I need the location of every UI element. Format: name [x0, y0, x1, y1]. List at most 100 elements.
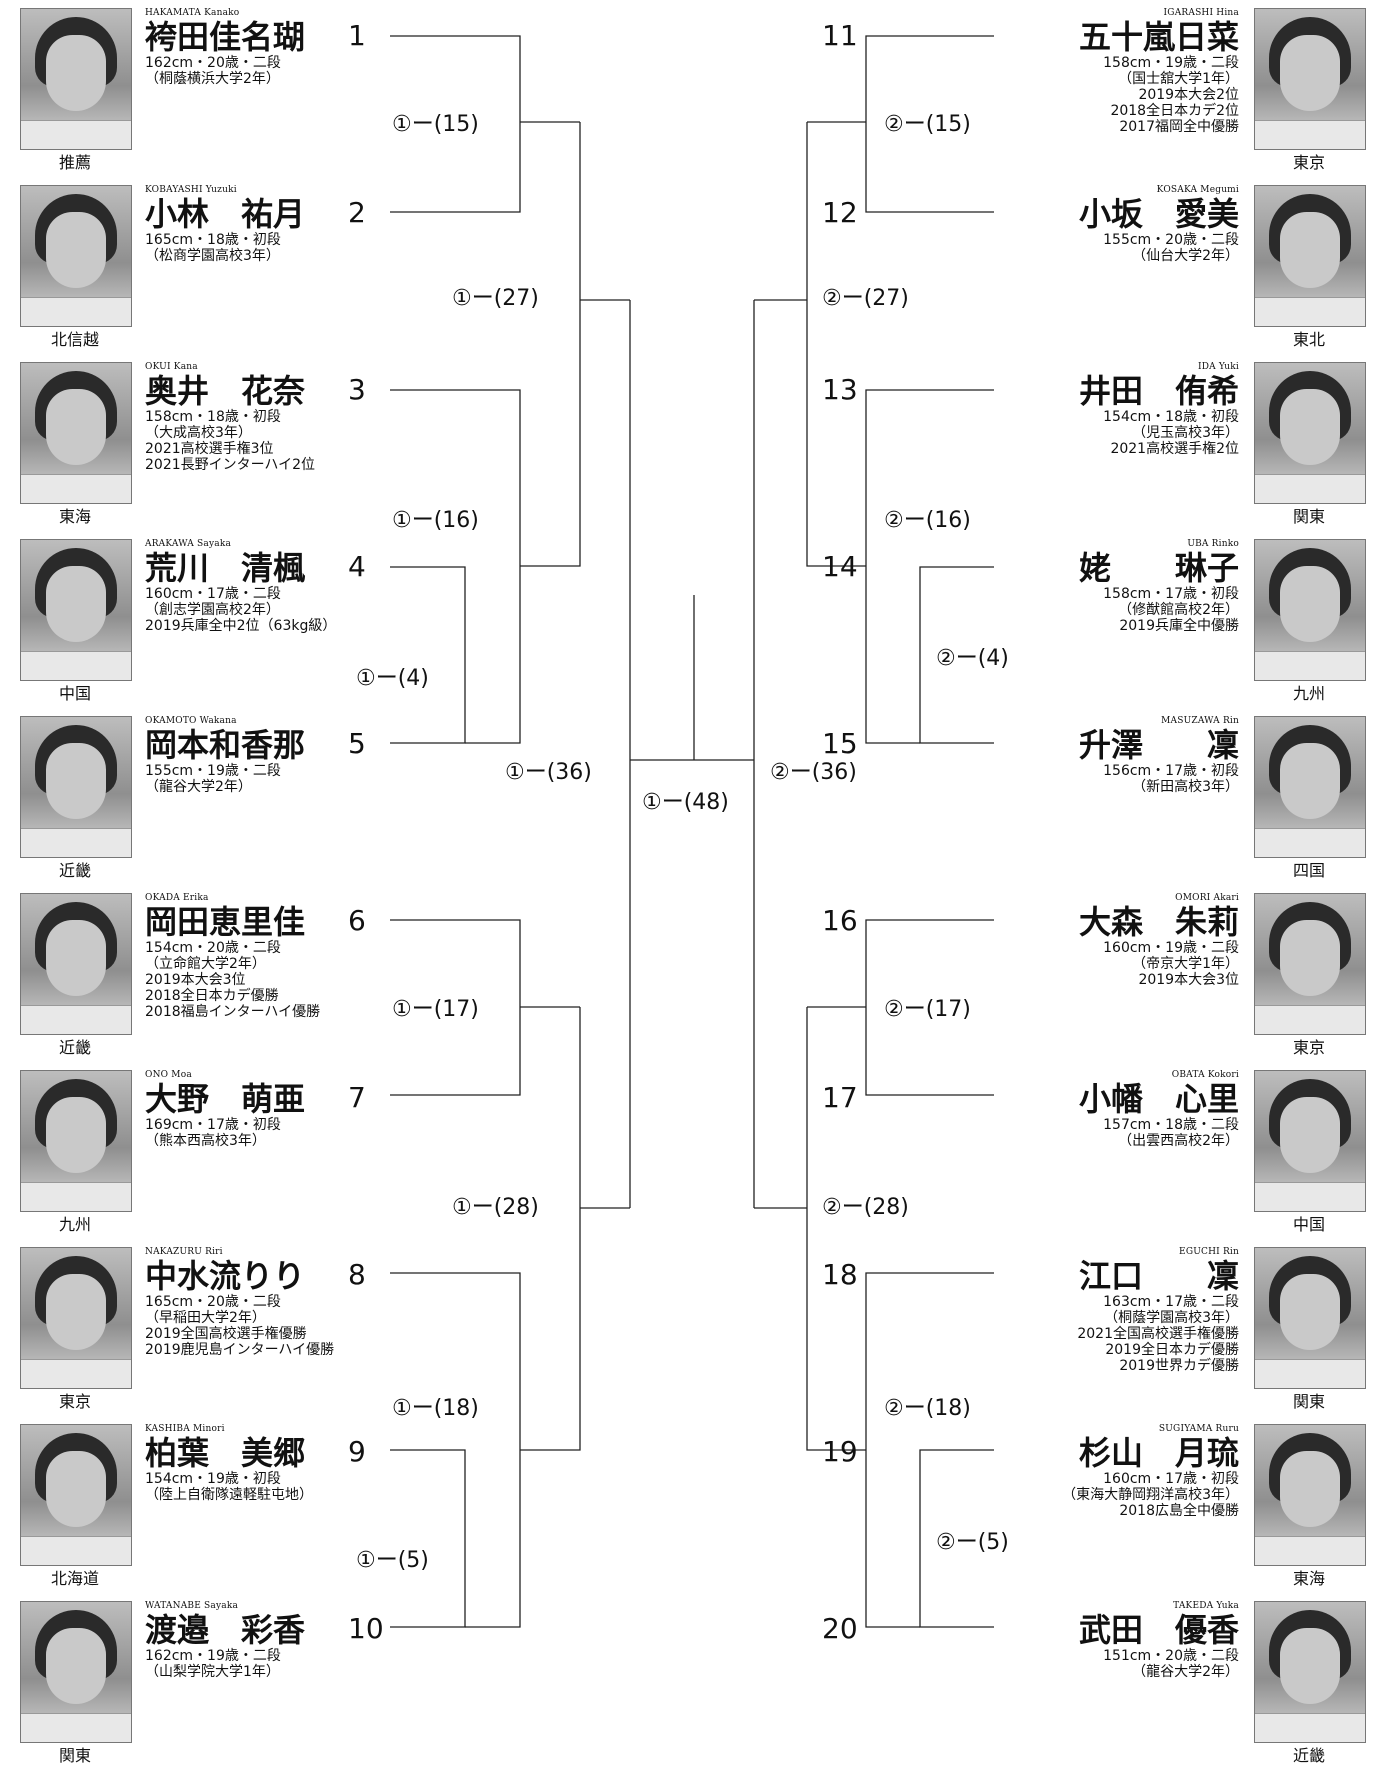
player-detail: 162cm・19歳・二段 — [145, 1648, 281, 1664]
player-photo — [1254, 1070, 1366, 1212]
player-region: 中国 — [1292, 1215, 1325, 1234]
player-name: 大野 萌亜 — [145, 1080, 306, 1118]
player-photo — [20, 893, 132, 1035]
match-label: ①ー(15) — [392, 112, 479, 137]
player-detail: 151cm・20歳・二段 — [1103, 1648, 1239, 1664]
player-name: 升澤 凜 — [1078, 726, 1239, 764]
player-card: 九州 UBA Rinko 姥 琳子 158cm・17歳・初段 （修猷館高校2年）… — [822, 539, 1366, 714]
player-detail: 165cm・18歳・初段 — [145, 232, 281, 248]
bracket-line-r-semi-top — [806, 122, 866, 567]
player-card: 近畿 TAKEDA Yuka 武田 優香 151cm・20歳・二段 （龍谷大学2… — [822, 1601, 1366, 1776]
player-info: NAKAZURU Riri 中水流りり 165cm・20歳・二段 （早稲田大学2… — [145, 1247, 465, 1358]
match-label: ①ー(4) — [356, 666, 429, 691]
player-seed: 3 — [348, 373, 366, 406]
player-name: 小林 祐月 — [145, 195, 306, 233]
player-region: 九州 — [1292, 684, 1325, 703]
player-romaji: TAKEDA Yuka — [1173, 1601, 1239, 1611]
player-name: 渡邉 彩香 — [145, 1611, 306, 1649]
player-region: 北海道 — [50, 1569, 99, 1588]
player-name: 五十嵐日菜 — [1078, 18, 1239, 56]
player-detail: （早稲田大学2年） — [145, 1310, 266, 1326]
player-seed: 15 — [822, 727, 858, 760]
player-romaji: ARAKAWA Sayaka — [145, 539, 232, 549]
player-detail: 160cm・17歳・二段 — [145, 586, 281, 602]
player-card: 九州 ONO Moa 大野 萌亜 169cm・17歳・初段 （熊本西高校3年） … — [20, 1070, 560, 1245]
player-seed: 10 — [348, 1612, 384, 1645]
match-label: ①ー(48) — [642, 790, 729, 815]
player-detail: （陸上自衛隊遠軽駐屯地） — [145, 1487, 313, 1503]
player-photo — [20, 539, 132, 681]
player-info: HAKAMATA Kanako 袴田佳名瑚 162cm・20歳・二段 （桐蔭横浜… — [145, 8, 465, 87]
player-name: 荒川 清楓 — [145, 549, 306, 587]
player-detail: （大成高校3年） — [145, 425, 252, 441]
player-detail: 2019全日本カデ優勝 — [1105, 1342, 1239, 1358]
player-detail: （桐蔭横浜大学2年） — [145, 71, 280, 87]
player-romaji: NAKAZURU Riri — [145, 1247, 223, 1257]
match-label: ②ー(16) — [884, 508, 971, 533]
player-photo — [20, 1070, 132, 1212]
player-region: 関東 — [1292, 507, 1325, 526]
player-card: 近畿 OKAMOTO Wakana 岡本和香那 155cm・19歳・二段 （龍谷… — [20, 716, 560, 891]
player-name: 中水流りり — [145, 1257, 306, 1295]
player-detail: （龍谷大学2年） — [145, 779, 252, 795]
player-card: 推薦 HAKAMATA Kanako 袴田佳名瑚 162cm・20歳・二段 （桐… — [20, 8, 560, 183]
player-card: 関東 IDA Yuki 井田 侑希 154cm・18歳・初段 （児玉高校3年） … — [822, 362, 1366, 537]
player-romaji: MASUZAWA Rin — [1161, 716, 1239, 726]
match-label: ①ー(16) — [392, 508, 479, 533]
player-detail: （仙台大学2年） — [1132, 248, 1239, 264]
player-region: 関東 — [1292, 1392, 1325, 1411]
player-seed: 2 — [348, 196, 366, 229]
player-seed: 16 — [822, 904, 858, 937]
player-name: 姥 琳子 — [1078, 549, 1239, 587]
match-label: ②ー(17) — [884, 997, 971, 1022]
player-card: 東京 NAKAZURU Riri 中水流りり 165cm・20歳・二段 （早稲田… — [20, 1247, 560, 1422]
player-card: 北信越 KOBAYASHI Yuzuki 小林 祐月 165cm・18歳・初段 … — [20, 185, 560, 360]
player-detail: 2019兵庫全中2位（63kg級） — [145, 618, 337, 634]
player-info: OBATA Kokori 小幡 心里 157cm・18歳・二段 （出雲西高校2年… — [919, 1070, 1239, 1149]
player-region: 近畿 — [1292, 1746, 1325, 1765]
player-seed: 8 — [348, 1258, 366, 1291]
bracket-line-l-4-5 — [390, 566, 466, 744]
player-info: OKAMOTO Wakana 岡本和香那 155cm・19歳・二段 （龍谷大学2… — [145, 716, 465, 795]
player-photo — [20, 185, 132, 327]
player-card: 東海 SUGIYAMA Ruru 杉山 月琉 160cm・17歳・初段 （東海大… — [822, 1424, 1366, 1599]
player-romaji: OBATA Kokori — [1171, 1070, 1239, 1080]
player-romaji: UBA Rinko — [1187, 539, 1239, 549]
player-name: 井田 侑希 — [1078, 372, 1239, 410]
player-photo — [20, 716, 132, 858]
player-detail: 155cm・20歳・二段 — [1103, 232, 1239, 248]
bracket-line-r-19-20 — [919, 1449, 994, 1628]
bracket-line-r-14-15 — [919, 566, 994, 744]
player-detail: 162cm・20歳・二段 — [145, 55, 281, 71]
player-seed: 12 — [822, 196, 858, 229]
player-region: 東海 — [1292, 1569, 1325, 1588]
player-photo — [1254, 716, 1366, 858]
player-info: KASHIBA Minori 柏葉 美郷 154cm・19歳・初段 （陸上自衛隊… — [145, 1424, 465, 1503]
player-card: 東海 OKUI Kana 奥井 花奈 158cm・18歳・初段 （大成高校3年）… — [20, 362, 560, 537]
player-region: 近畿 — [58, 861, 91, 880]
player-detail: （東海大静岡翔洋高校3年） — [1062, 1487, 1239, 1503]
match-label: ①ー(27) — [452, 286, 539, 311]
player-name: 岡田恵里佳 — [145, 903, 306, 941]
player-seed: 6 — [348, 904, 366, 937]
player-photo — [20, 1247, 132, 1389]
player-detail: 2018全日本カデ優勝 — [145, 988, 279, 1004]
match-label: ②ー(4) — [936, 646, 1009, 671]
bracket-line-r-semi-bottom — [806, 1007, 866, 1451]
player-photo — [20, 1424, 132, 1566]
player-region: 東京 — [58, 1392, 91, 1411]
player-seed: 1 — [348, 19, 366, 52]
player-name: 杉山 月琉 — [1078, 1434, 1239, 1472]
player-romaji: OMORI Akari — [1175, 893, 1239, 903]
player-romaji: OKAMOTO Wakana — [145, 716, 237, 726]
player-detail: 158cm・19歳・二段 — [1103, 55, 1239, 71]
player-romaji: KOBAYASHI Yuzuki — [145, 185, 237, 195]
player-info: OMORI Akari 大森 朱莉 160cm・19歳・二段 （帝京大学1年） … — [919, 893, 1239, 988]
player-detail: 2018全日本カデ2位 — [1110, 103, 1239, 119]
player-romaji: KASHIBA Minori — [145, 1424, 225, 1434]
player-name: 小坂 愛美 — [1078, 195, 1239, 233]
player-card: 中国 OBATA Kokori 小幡 心里 157cm・18歳・二段 （出雲西高… — [822, 1070, 1366, 1245]
player-detail: （桐蔭学園高校3年） — [1104, 1310, 1239, 1326]
player-detail: 154cm・18歳・初段 — [1103, 409, 1239, 425]
player-romaji: EGUCHI Rin — [1179, 1247, 1239, 1257]
